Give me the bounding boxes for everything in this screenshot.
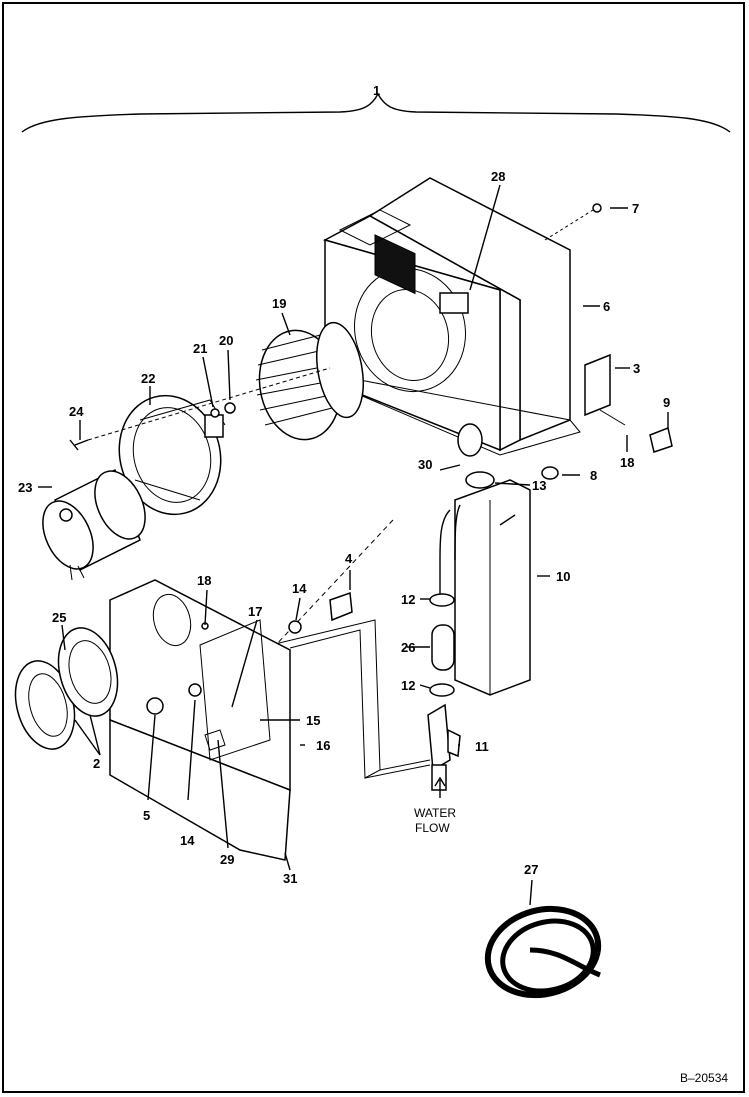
fitting-30 (457, 423, 483, 457)
switch-4 (329, 591, 353, 622)
water-flow-label-line1: WATER (414, 806, 456, 820)
screw-24 (69, 439, 89, 451)
water-valve (427, 703, 461, 791)
drain-tube-coil (484, 905, 602, 999)
callout-11: 11 (475, 739, 489, 754)
leader-lines (38, 184, 669, 906)
callout-24: 24 (69, 404, 84, 419)
callout-22: 22 (141, 371, 155, 386)
blower-wheel (255, 321, 364, 441)
callout-7: 7 (632, 201, 639, 216)
assembly-brace (21, 92, 731, 133)
nut-21 (210, 408, 220, 418)
water-flow-label-line2: FLOW (415, 821, 450, 835)
figure-reference: B–20534 (680, 1071, 728, 1085)
blower-motor (42, 468, 146, 581)
callout-26: 26 (401, 640, 415, 655)
callout-15: 15 (306, 713, 320, 728)
clip-9 (649, 426, 673, 453)
callout-12-lower: 12 (401, 678, 415, 693)
bracket-3 (584, 353, 611, 417)
callout-13: 13 (532, 478, 546, 493)
screw-7 (592, 203, 602, 213)
callout-14-lower: 14 (180, 833, 195, 848)
callout-23: 23 (18, 480, 32, 495)
callout-6: 6 (603, 299, 610, 314)
control-panel (109, 579, 291, 861)
callout-2: 2 (93, 756, 100, 771)
callout-27: 27 (524, 862, 538, 877)
callout-30: 30 (418, 457, 432, 472)
washer-20 (224, 402, 236, 414)
callout-8: 8 (590, 468, 597, 483)
callout-9: 9 (663, 395, 670, 410)
callout-31: 31 (283, 871, 297, 886)
callout-14-upper: 14 (292, 581, 307, 596)
callout-20: 20 (219, 333, 233, 348)
callout-21: 21 (193, 341, 207, 356)
hose-clamp-lower (429, 683, 455, 697)
hose-clamp-upper (429, 593, 455, 607)
callout-5: 5 (143, 808, 150, 823)
water-flow-arrow (434, 776, 446, 798)
callout-29: 29 (220, 852, 234, 867)
heater-core (439, 479, 531, 696)
callout-12-upper: 12 (401, 592, 415, 607)
callout-28: 28 (491, 169, 505, 184)
callout-19: 19 (272, 296, 286, 311)
callout-25: 25 (52, 610, 66, 625)
hose-26 (431, 624, 455, 671)
heater-housing (323, 177, 581, 456)
callout-1: 1 (373, 83, 380, 98)
callout-18-left: 18 (197, 573, 211, 588)
callout-16: 16 (316, 738, 330, 753)
callout-10: 10 (556, 569, 570, 584)
callout-4: 4 (345, 551, 353, 566)
knob-seat-14 (288, 620, 302, 634)
callout-18-right: 18 (620, 455, 634, 470)
callout-3: 3 (633, 361, 640, 376)
callout-17: 17 (248, 604, 262, 619)
ring-13 (465, 471, 495, 489)
control-cable-path (249, 619, 381, 779)
grommet-8 (541, 466, 559, 480)
air-outlet-duct (14, 627, 119, 750)
